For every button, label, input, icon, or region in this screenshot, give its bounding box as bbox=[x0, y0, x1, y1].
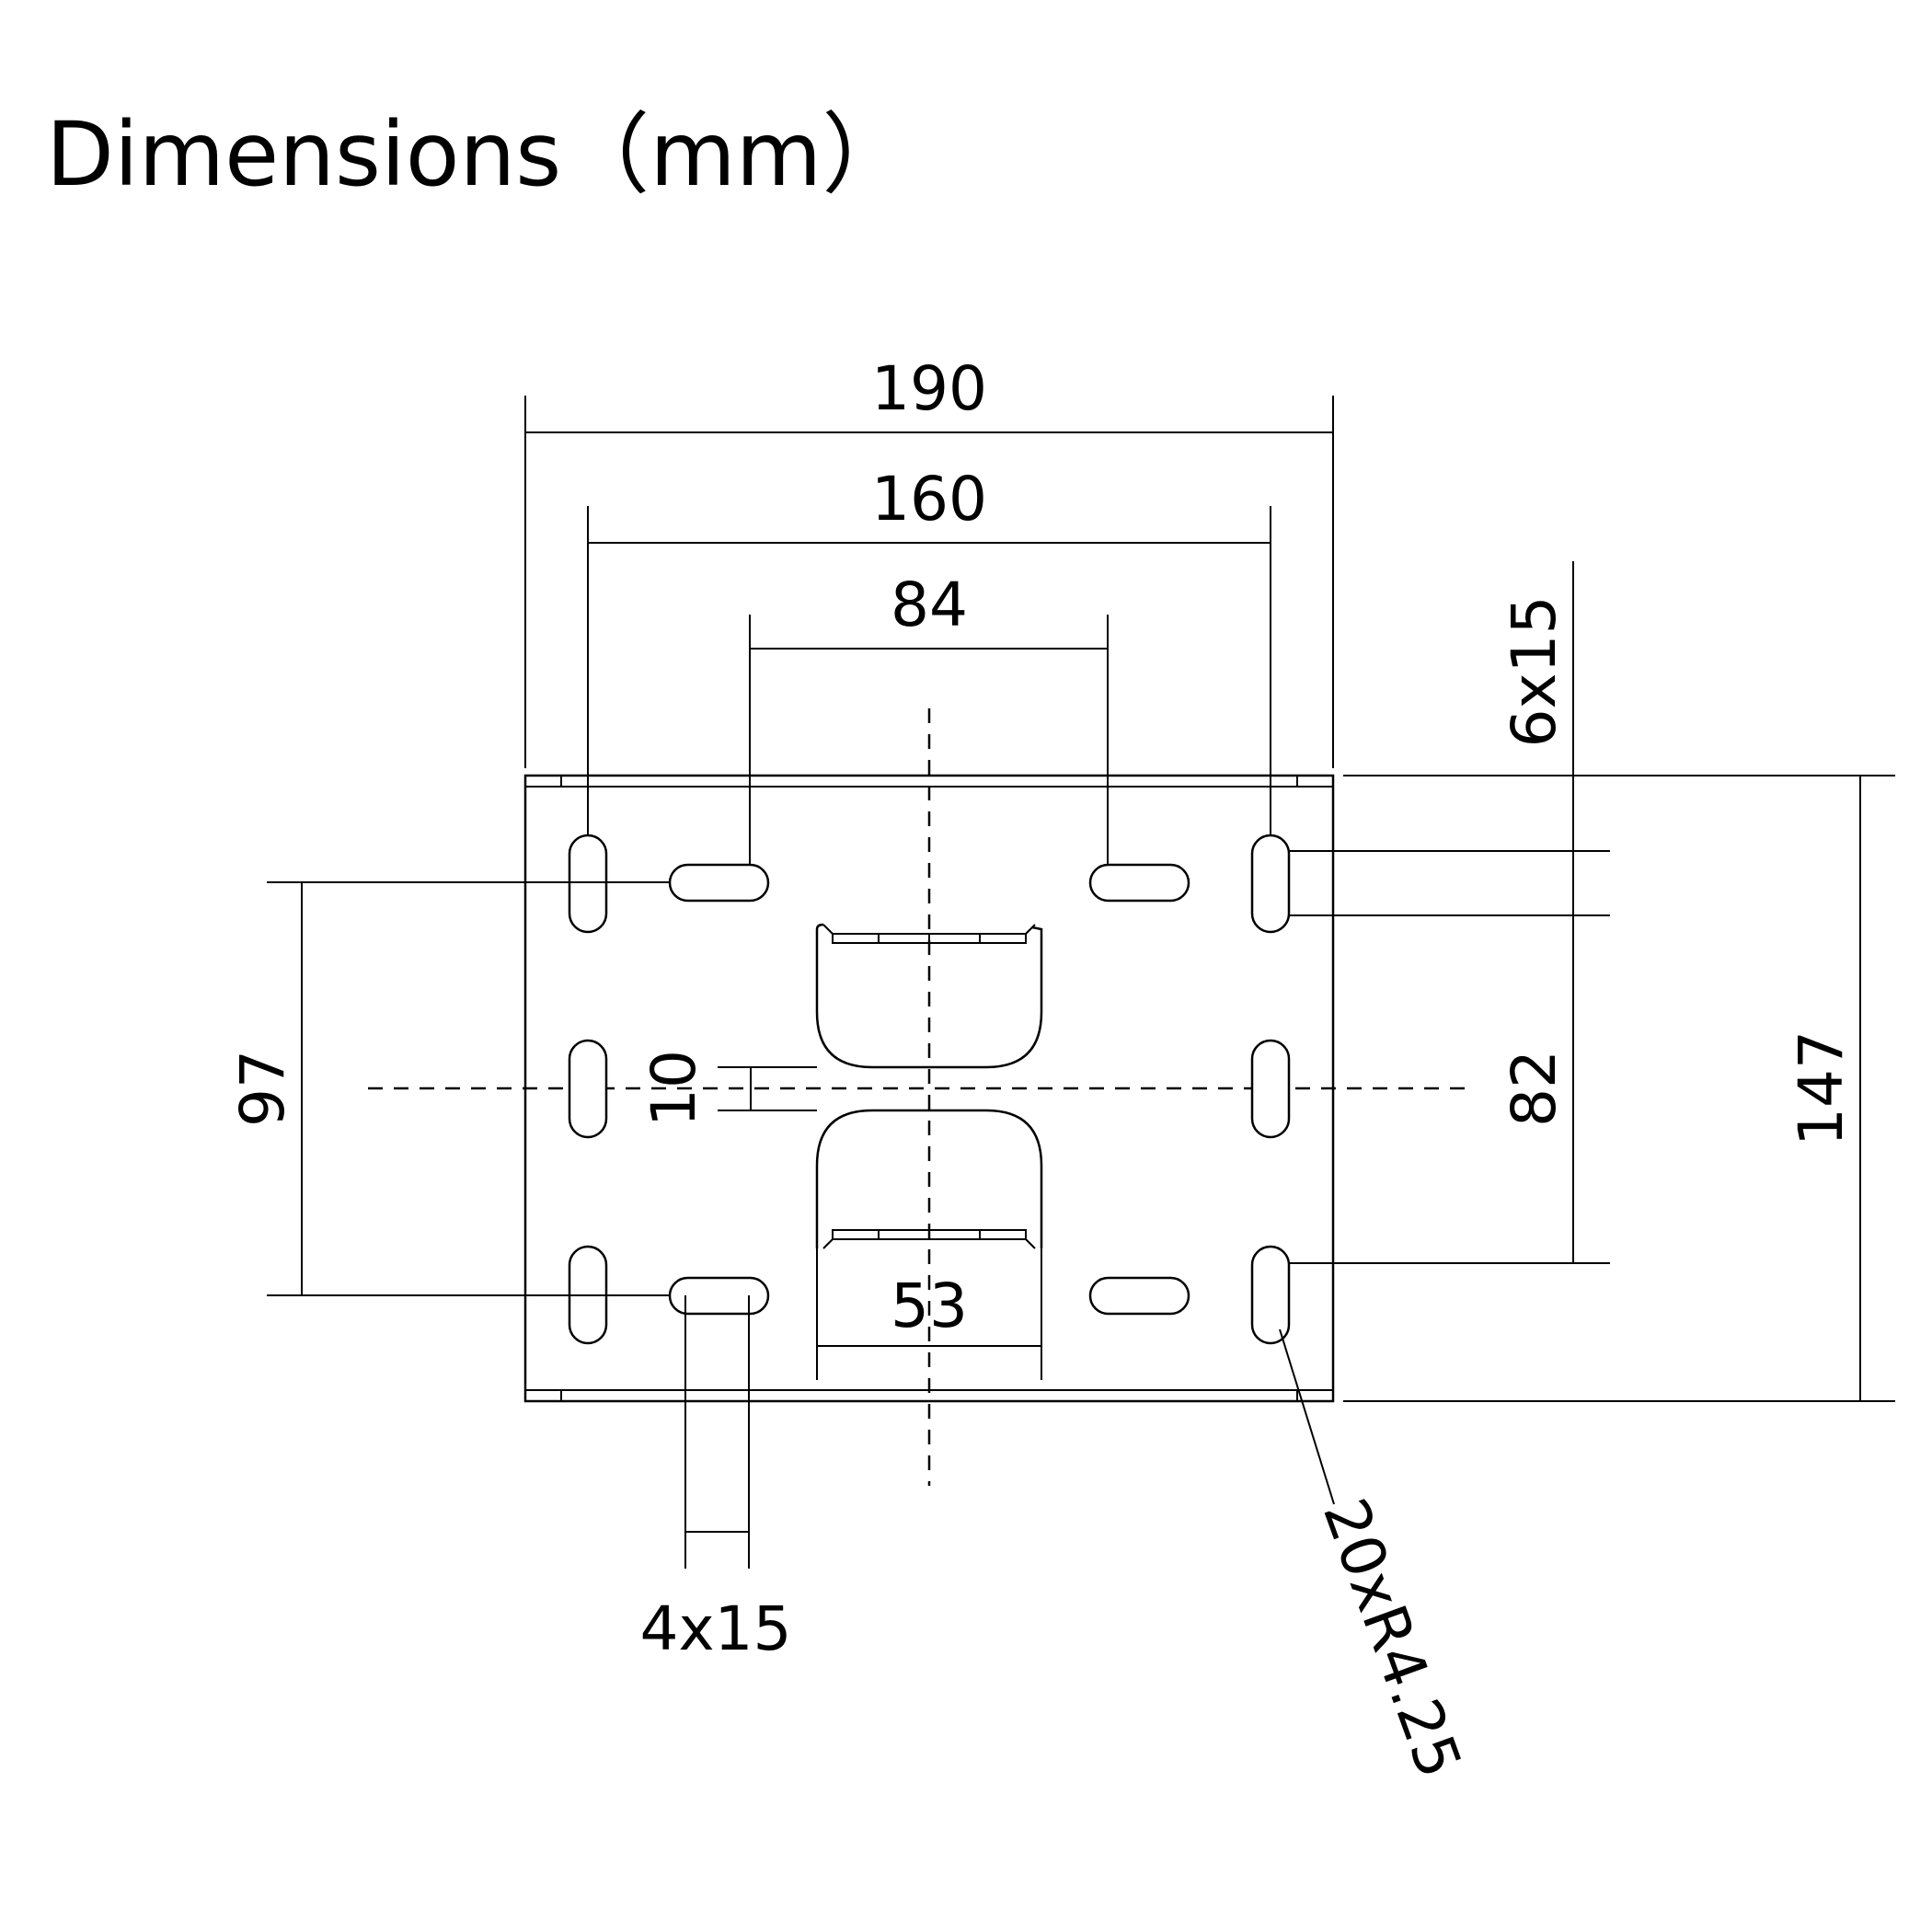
dimension-label-radius: 20xR4.25 bbox=[1309, 1489, 1475, 1787]
lower-cutout bbox=[815, 1109, 1043, 1380]
dimension-label-147: 147 bbox=[1786, 1030, 1857, 1146]
vertical-slot bbox=[1250, 1245, 1291, 1345]
vertical-slot bbox=[1250, 834, 1291, 934]
dimension-82: 6x15 82 bbox=[1289, 561, 1610, 1264]
dimension-10: 10 bbox=[638, 1050, 817, 1127]
dimension-label-190: 190 bbox=[871, 353, 987, 424]
dimension-4x15: 4x15 bbox=[639, 1295, 792, 1664]
dimension-97: 97 bbox=[227, 881, 670, 1296]
vertical-slot bbox=[568, 1039, 608, 1139]
dimension-label-84: 84 bbox=[891, 569, 968, 640]
dimension-label-97: 97 bbox=[227, 1050, 298, 1127]
dimension-radius: 20xR4.25 bbox=[1279, 1328, 1475, 1787]
dimension-label-6x15: 6x15 bbox=[1499, 595, 1570, 747]
dimension-label-160: 160 bbox=[871, 464, 987, 535]
horizontal-slots bbox=[668, 863, 1190, 1316]
dimension-label-53: 53 bbox=[891, 1271, 968, 1341]
dimension-147: 147 bbox=[1343, 775, 1895, 1402]
vertical-slot bbox=[1250, 1039, 1291, 1139]
vertical-slot bbox=[568, 834, 608, 934]
dimension-label-82: 82 bbox=[1499, 1050, 1570, 1127]
horizontal-slot bbox=[668, 863, 770, 903]
upper-cutout bbox=[815, 923, 1043, 1069]
dimension-190: 190 bbox=[524, 353, 1334, 768]
dimension-160: 160 bbox=[587, 464, 1271, 835]
horizontal-slot bbox=[1088, 863, 1190, 903]
dimension-label-10: 10 bbox=[638, 1050, 709, 1127]
dimension-84: 84 bbox=[749, 569, 1109, 865]
dimension-53: 53 bbox=[817, 1271, 1041, 1347]
page-title: Dimensions（mm） bbox=[46, 103, 911, 206]
horizontal-slot bbox=[1088, 1276, 1190, 1316]
dimension-label-4x15: 4x15 bbox=[639, 1593, 791, 1664]
